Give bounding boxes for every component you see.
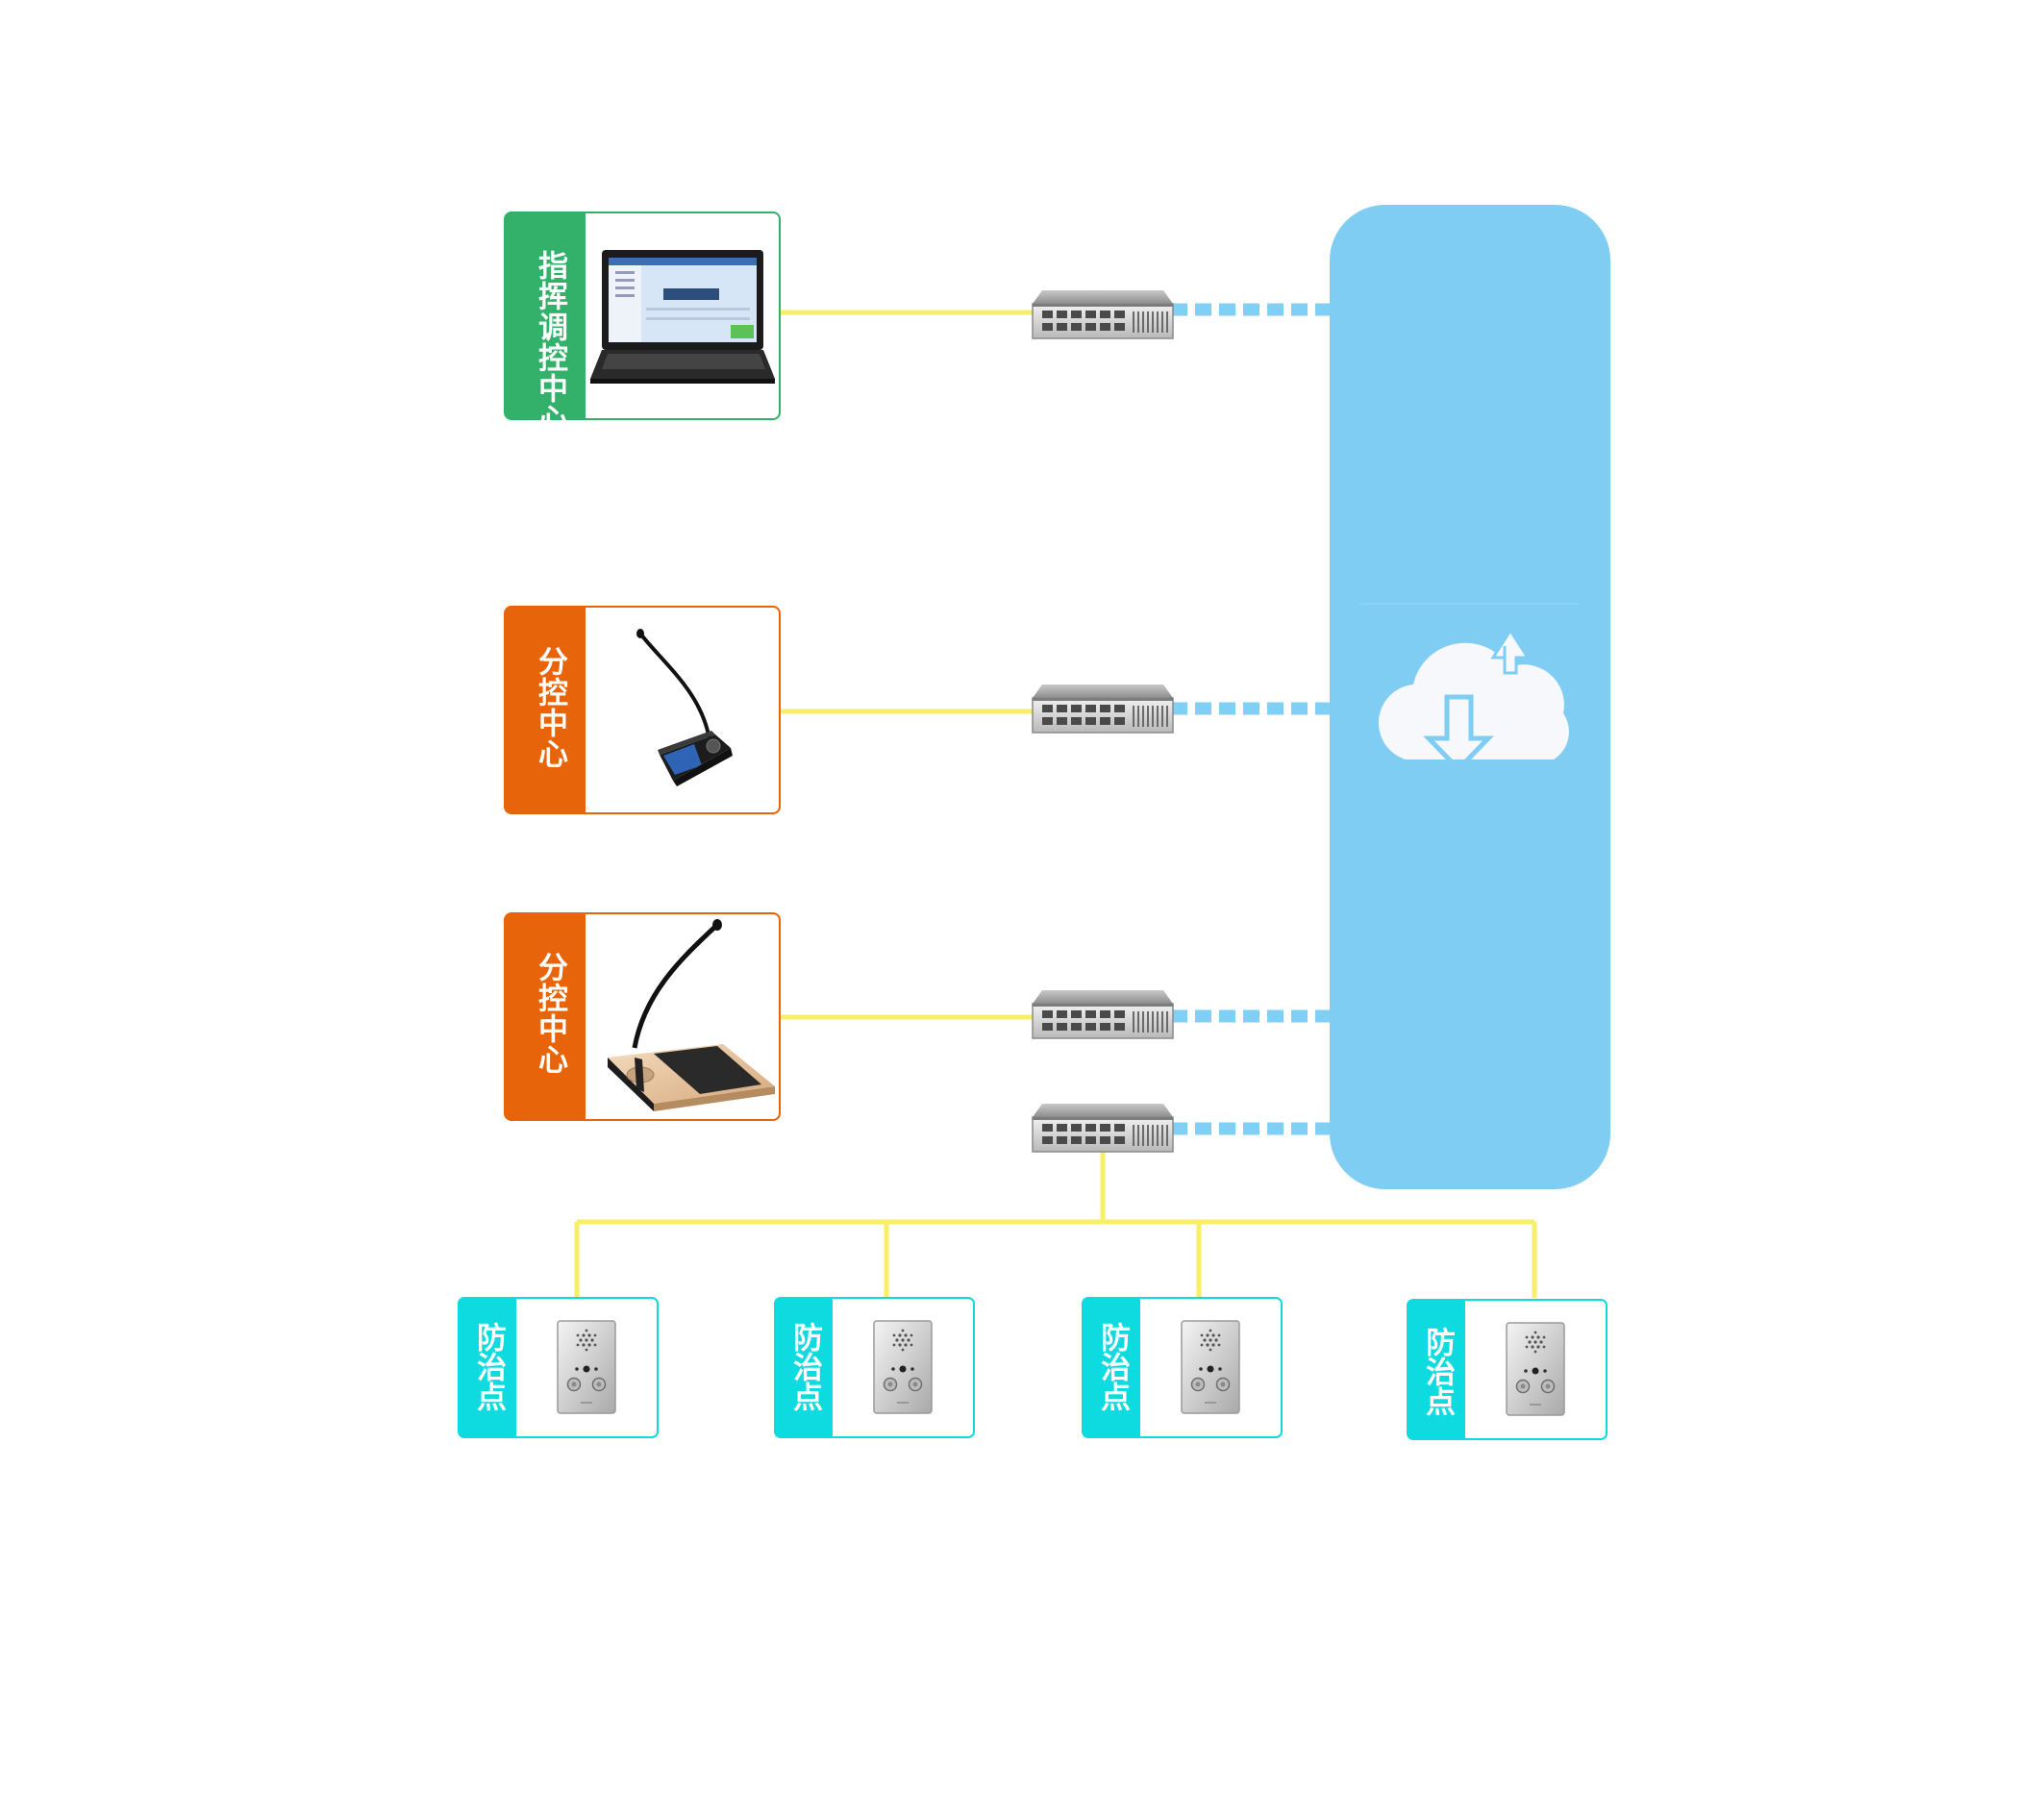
node-label: 防治点 (471, 1322, 507, 1411)
node-point-4[interactable]: 防治点 (1407, 1299, 1608, 1440)
node-label: 指挥调控中心 (533, 250, 568, 435)
laptop-icon (590, 250, 775, 384)
network-switch-icon (1032, 1103, 1174, 1153)
node-label: 分控中心 (533, 646, 568, 769)
node-point-2[interactable]: 防治点 (774, 1297, 975, 1438)
intercom-panel-icon (1506, 1322, 1565, 1416)
cable-tree-points (574, 1152, 1537, 1298)
node-label: 防治点 (1420, 1327, 1456, 1416)
node-command-center[interactable]: 指挥调控中心 (504, 212, 781, 435)
node-label: 防治点 (787, 1322, 823, 1411)
intercom-panel-icon (557, 1320, 616, 1414)
node-point-1[interactable]: 防治点 (458, 1297, 659, 1438)
network-switch-icon (1032, 289, 1174, 339)
network-switch-icon (1032, 989, 1174, 1039)
node-sub-center-1[interactable]: 分控中心 (504, 606, 781, 814)
node-label: 分控中心 (533, 952, 568, 1075)
node-label: 防治点 (1095, 1322, 1131, 1411)
intercom-panel-icon (1181, 1320, 1240, 1414)
gooseneck-desk-station-icon (608, 919, 775, 1111)
gooseneck-desk-station-icon (636, 629, 733, 786)
network-switch-icon (1032, 684, 1174, 734)
intercom-panel-icon (873, 1320, 933, 1414)
node-point-3[interactable]: 防治点 (1082, 1297, 1283, 1438)
node-sub-center-2[interactable]: 分控中心 (504, 912, 781, 1121)
cloud-sync-icon (1378, 628, 1569, 773)
